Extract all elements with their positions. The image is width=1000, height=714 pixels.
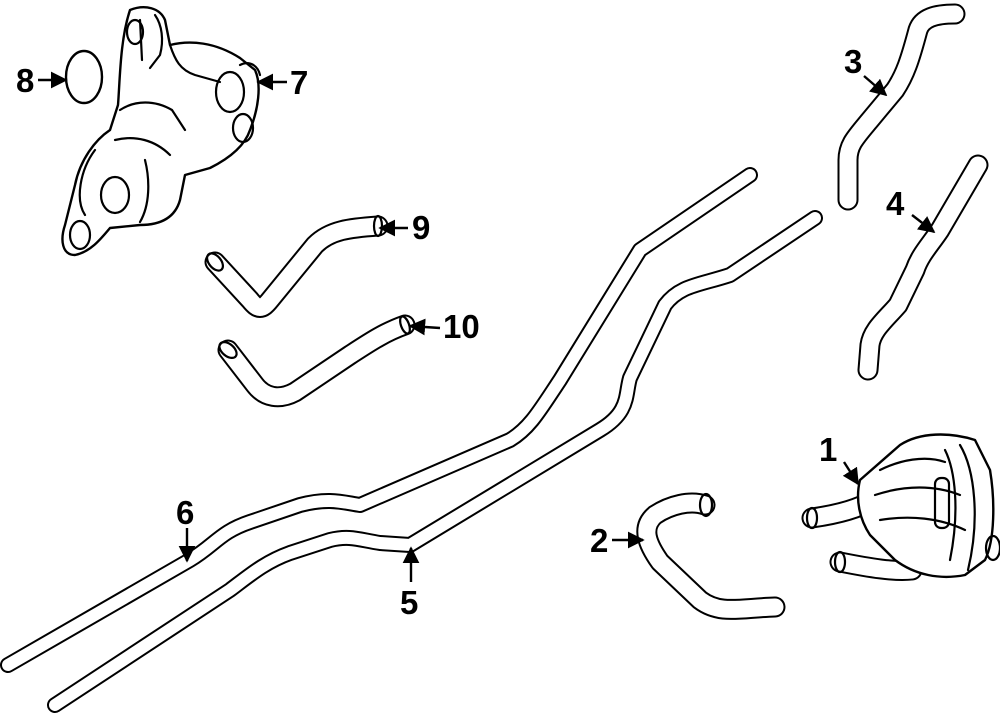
part-10-hose	[217, 314, 416, 408]
part-8-gasket	[64, 49, 104, 105]
callout-1: 1	[819, 431, 837, 468]
part-7-housing	[61, 6, 262, 257]
part-9-hose	[204, 214, 389, 318]
callout-2: 2	[590, 522, 608, 559]
callout-6: 6	[176, 494, 194, 531]
part-2-hose	[636, 492, 786, 620]
leader-lines	[38, 71, 936, 582]
callout-4: 4	[886, 185, 905, 222]
callout-9: 9	[412, 209, 430, 246]
callout-3: 3	[844, 43, 862, 80]
part-6-tube	[0, 167, 758, 673]
callout-8: 8	[16, 62, 34, 99]
callout-7: 7	[290, 64, 308, 101]
part-5-tube	[47, 210, 823, 713]
part-1-cooler	[801, 433, 1000, 581]
part-3-hose	[837, 3, 966, 211]
part-4-hose	[857, 154, 989, 381]
callout-5: 5	[400, 584, 418, 621]
callout-10: 10	[443, 308, 480, 345]
